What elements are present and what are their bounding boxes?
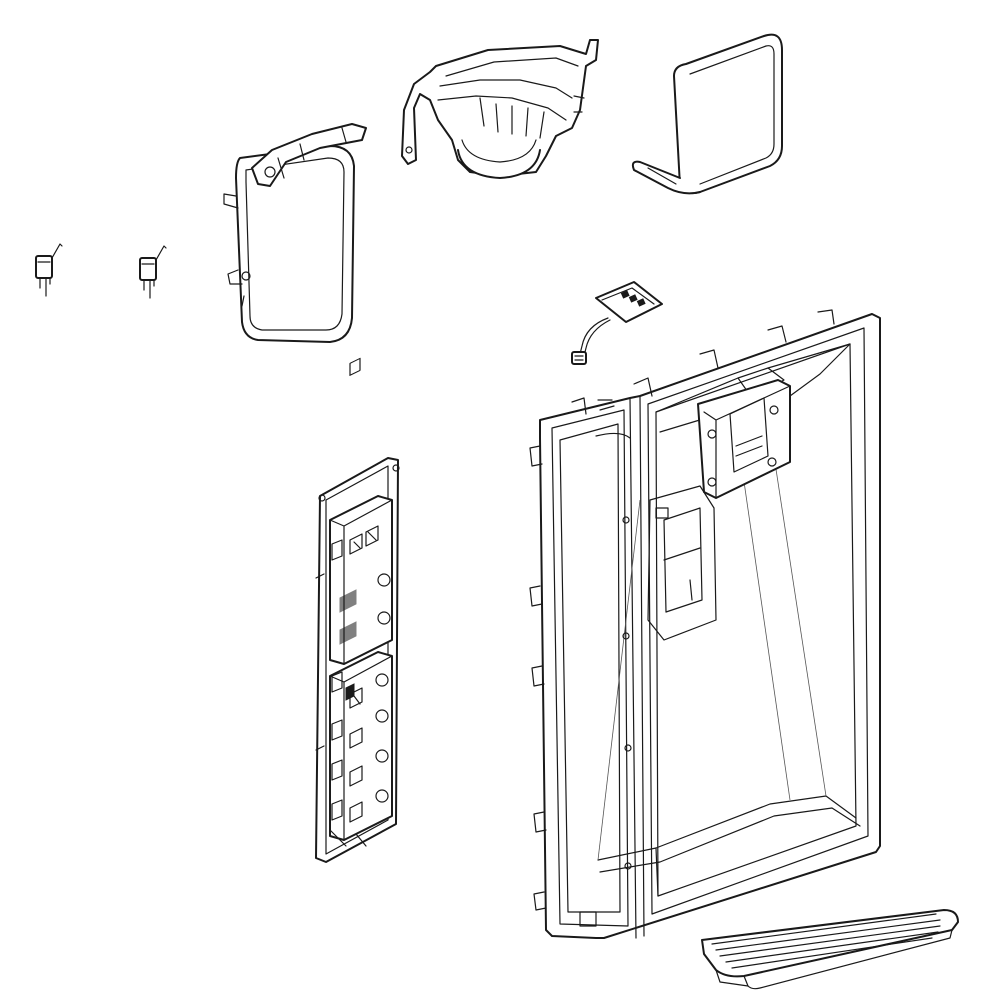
drip-tray-grille <box>701 909 959 990</box>
dispenser-housing-frame <box>529 309 881 939</box>
micro-switch-left <box>35 243 63 297</box>
chute-door-flap <box>631 33 783 195</box>
control-panel-board <box>315 357 400 863</box>
micro-switch-right <box>139 245 167 299</box>
ice-chute-duct <box>401 39 599 179</box>
dispenser-paddle <box>223 123 367 343</box>
sensor-board <box>571 281 663 365</box>
